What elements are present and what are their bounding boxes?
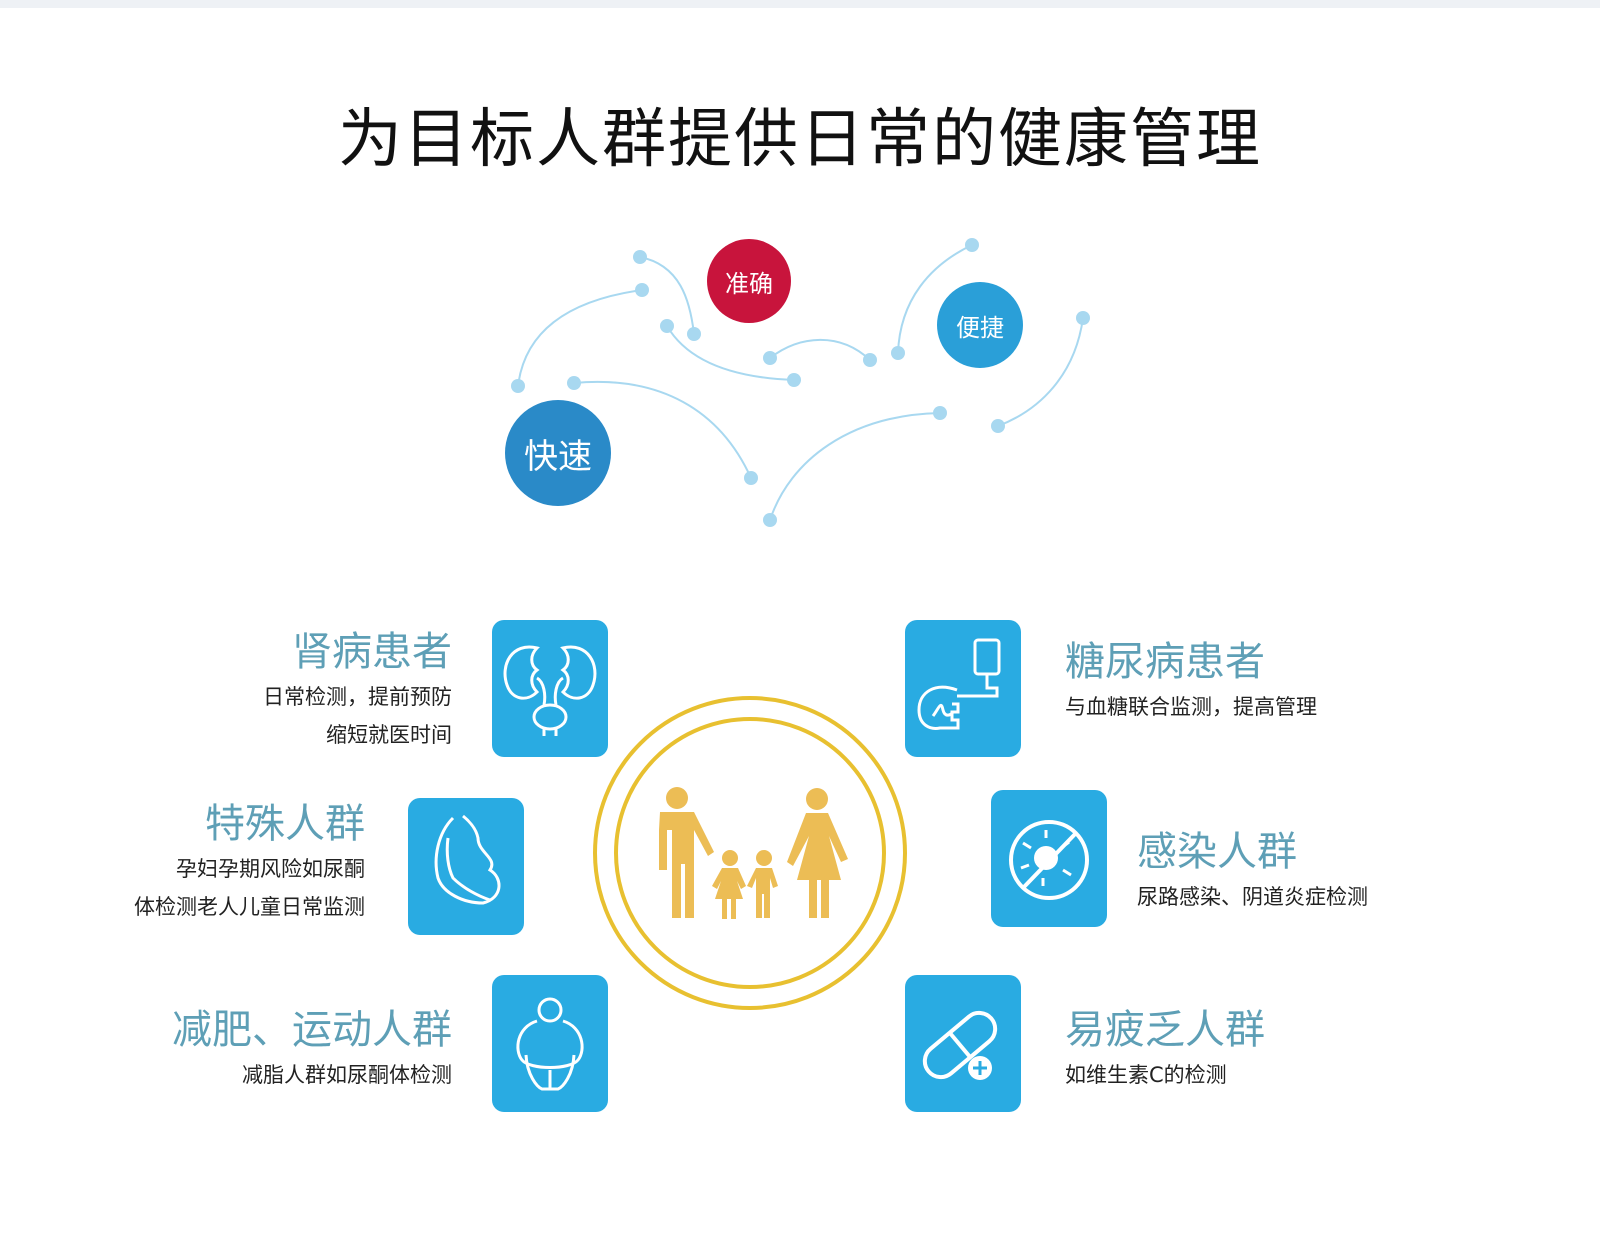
- kidney-icon: [492, 620, 608, 757]
- group-infection: 感染人群 尿路感染、阴道炎症检测: [1137, 826, 1368, 916]
- group-title: 感染人群: [1137, 829, 1297, 875]
- connector-line: [666, 325, 795, 381]
- node-dot: [763, 351, 777, 365]
- node-dot: [567, 376, 581, 390]
- group-weight-loss: 减肥、运动人群 减脂人群如尿酮体检测: [172, 1004, 452, 1094]
- pill-icon: [905, 975, 1021, 1112]
- connector-line: [997, 317, 1084, 427]
- group-desc: 尿路感染、阴道炎症检测: [1137, 885, 1368, 909]
- connector-line: [517, 289, 643, 387]
- node-dot: [787, 373, 801, 387]
- group-kidney-patients: 肾病患者 日常检测，提前预防 缩短就医时间: [263, 626, 452, 754]
- group-desc: 缩短就医时间: [326, 723, 452, 747]
- node-dot: [991, 419, 1005, 433]
- pregnancy-icon: [408, 798, 524, 935]
- group-desc: 体检测老人儿童日常监测: [134, 895, 365, 919]
- group-fatigue: 易疲乏人群 如维生素C的检测: [1065, 1004, 1265, 1094]
- node-dot: [633, 250, 647, 264]
- connector-line: [639, 256, 695, 335]
- node-dot: [863, 353, 877, 367]
- group-title: 减肥、运动人群: [172, 1007, 452, 1053]
- group-title: 糖尿病患者: [1065, 639, 1265, 685]
- connector-line: [769, 412, 941, 521]
- feature-bubble-convenient: 便捷: [937, 282, 1023, 368]
- feature-bubble-fast: 快速: [505, 400, 611, 506]
- inner-ring: [614, 717, 886, 989]
- page-title: 为目标人群提供日常的健康管理: [338, 103, 1262, 177]
- node-dot: [1076, 311, 1090, 325]
- no-virus-icon: [991, 790, 1107, 927]
- group-special-population: 特殊人群 孕妇孕期风险如尿酮 体检测老人儿童日常监测: [134, 798, 365, 926]
- connector-line: [897, 244, 973, 354]
- connector-line: [573, 380, 752, 479]
- group-desc: 与血糖联合监测，提高管理: [1065, 695, 1317, 719]
- glucose-meter-icon: [905, 620, 1021, 757]
- node-dot: [763, 513, 777, 527]
- node-dot: [965, 238, 979, 252]
- group-desc: 孕妇孕期风险如尿酮: [176, 857, 365, 881]
- family-icon: [659, 787, 848, 919]
- node-dot: [744, 471, 758, 485]
- node-dot: [687, 327, 701, 341]
- obesity-icon: [492, 975, 608, 1112]
- group-desc: 减脂人群如尿酮体检测: [242, 1063, 452, 1087]
- outer-ring: [593, 696, 907, 1010]
- group-title: 易疲乏人群: [1065, 1007, 1265, 1053]
- node-dot: [933, 406, 947, 420]
- node-dot: [891, 346, 905, 360]
- group-desc: 日常检测，提前预防: [263, 685, 452, 709]
- node-dot: [511, 379, 525, 393]
- group-diabetes: 糖尿病患者 与血糖联合监测，提高管理: [1065, 636, 1317, 726]
- feature-bubble-accurate: 准确: [707, 239, 791, 323]
- group-desc: 如维生素C的检测: [1065, 1063, 1227, 1087]
- node-dot: [635, 283, 649, 297]
- group-title: 肾病患者: [292, 629, 452, 675]
- top-bar: [0, 0, 1600, 8]
- group-title: 特殊人群: [205, 801, 365, 847]
- connector-line: [769, 339, 871, 361]
- node-dot: [660, 319, 674, 333]
